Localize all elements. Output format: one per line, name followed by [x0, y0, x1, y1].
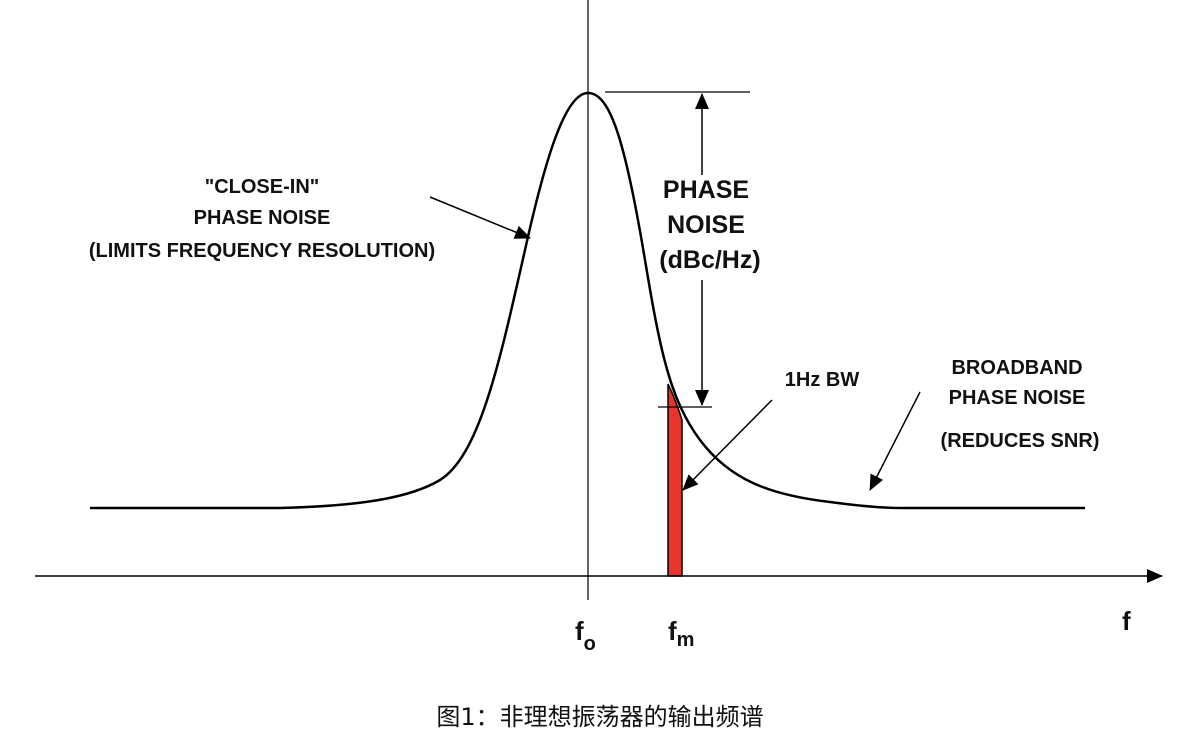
- phase-noise-label-2: NOISE: [667, 211, 745, 239]
- broadband-label-1: BROADBAND: [951, 357, 1082, 379]
- broadband-pointer-arrow: [869, 391, 921, 491]
- figure-caption: 图1：非理想振荡器的输出频谱: [436, 703, 763, 731]
- broadband-label-2: PHASE NOISE: [949, 387, 1086, 409]
- frequency-axis-label: f: [1122, 606, 1131, 636]
- close-in-label-2: PHASE NOISE: [194, 207, 331, 229]
- phase-noise-label-1: PHASE: [663, 176, 749, 204]
- carrier-frequency-label: fo: [575, 616, 596, 655]
- 1hz-band: [667, 383, 683, 577]
- close-in-label-1: "CLOSE-IN": [205, 176, 320, 198]
- offset-frequency-label: fm: [668, 616, 694, 651]
- close-in-pointer-arrow: [429, 196, 531, 239]
- broadband-label-3: (REDUCES SNR): [941, 430, 1100, 452]
- close-in-label-3: (LIMITS FREQUENCY RESOLUTION): [89, 240, 435, 262]
- bandwidth-pointer-arrow: [682, 399, 773, 491]
- bandwidth-label: 1Hz BW: [785, 369, 860, 391]
- phase-noise-label-3: (dBc/Hz): [659, 246, 760, 274]
- spectrum-curve: [90, 91, 1085, 510]
